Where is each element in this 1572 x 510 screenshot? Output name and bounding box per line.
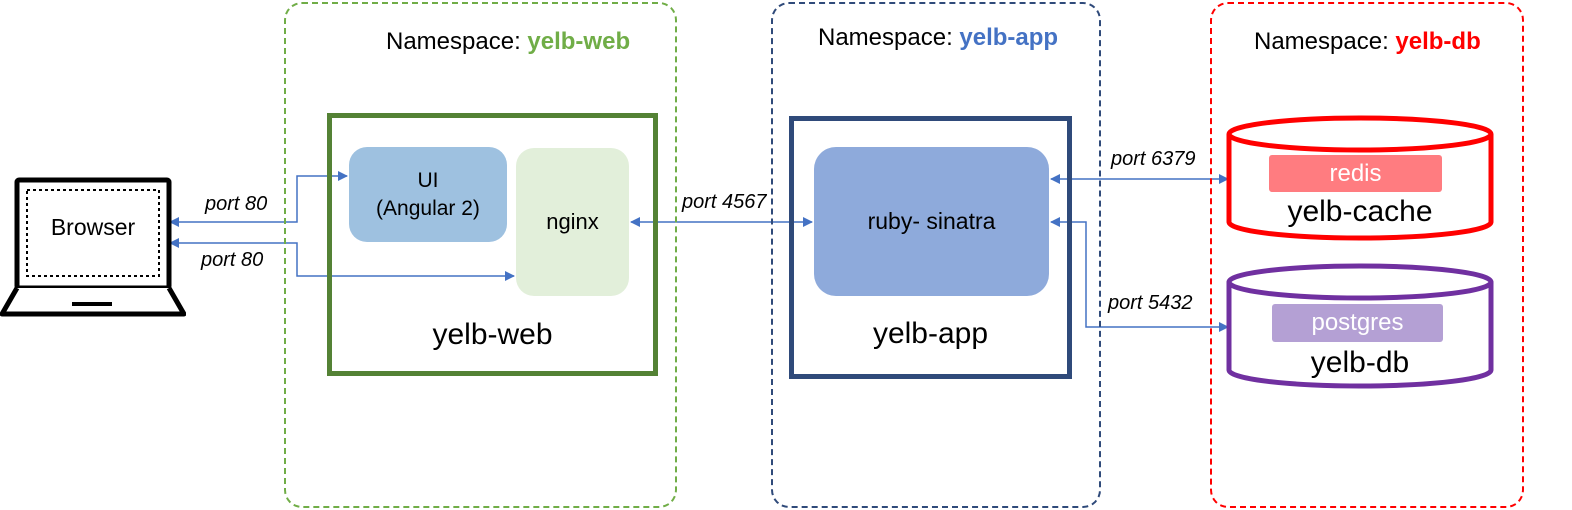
namespace-app-name: yelb-app [959,24,1059,51]
namespace-web-title: Namespace: yelb-web [386,28,630,56]
deployment-app-label: yelb-app [872,317,989,350]
port-label-browser-ui: port 80 [205,193,268,215]
namespace-app-title: Namespace: yelb-app [818,24,1058,52]
nginx-component: nginx [516,148,629,296]
database-label: yelb-db [1310,346,1410,379]
deployment-yelb-web: yelb-web [327,113,658,376]
namespace-yelb-app [771,2,1101,508]
port-label-app-postgres: port 5432 [1108,292,1193,314]
nginx-label: nginx [546,209,599,234]
namespace-db-title: Namespace: yelb-db [1254,28,1481,56]
postgres-badge: postgres [1272,304,1443,342]
deployment-yelb-app: yelb-app [789,116,1072,379]
namespace-db-prefix: Namespace: [1254,28,1396,55]
browser-label: Browser [50,214,136,240]
ui-framework-label: (Angular 2) [376,196,480,220]
namespace-yelb-web [284,2,677,508]
namespace-db-name: yelb-db [1395,28,1481,55]
connector-browser-ui [169,171,348,227]
namespace-yelb-db [1210,2,1524,508]
namespace-web-prefix: Namespace: [386,28,528,55]
deployment-web-label: yelb-web [432,318,553,351]
port-label-app-redis: port 6379 [1111,148,1196,170]
ui-label: UI [417,168,439,192]
port-label-nginx-app: port 4567 [682,191,767,213]
laptop-icon [0,177,186,317]
namespace-web-name: yelb-web [527,28,631,55]
cache-label: yelb-cache [1287,195,1433,228]
namespace-app-prefix: Namespace: [818,24,960,51]
ruby-sinatra-component: ruby- sinatra [814,147,1049,296]
ui-component: UI (Angular 2) [349,147,507,242]
ruby-sinatra-label: ruby- sinatra [867,208,996,234]
redis-badge: redis [1269,155,1442,192]
port-label-browser-nginx: port 80 [201,249,264,271]
connector-browser-nginx [169,238,515,281]
